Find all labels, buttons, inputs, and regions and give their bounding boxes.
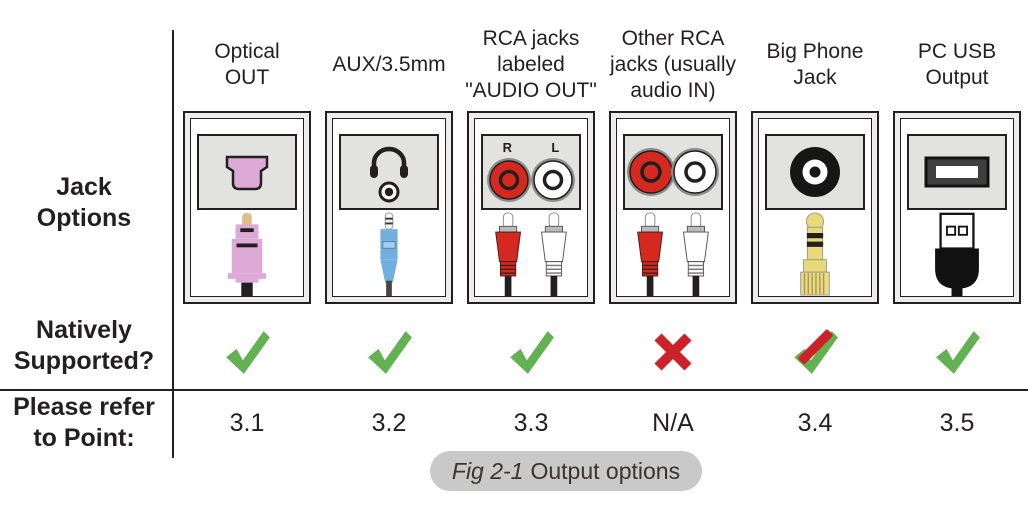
check-icon xyxy=(226,331,270,374)
supported-cell-phone xyxy=(744,316,886,388)
header-other-rca: Other RCA jacks (usually audio IN) xyxy=(609,27,737,102)
phone-port-panel xyxy=(765,133,865,210)
point-value-optical: 3.1 xyxy=(229,408,265,437)
rca-jacks-red-white-icon xyxy=(487,157,575,202)
check-with-red-slash-icon xyxy=(794,329,838,374)
supported-cell-rca-in xyxy=(602,316,744,388)
aux-plug-icon xyxy=(380,211,398,296)
jack-card-cell xyxy=(886,109,1028,305)
table-vertical-divider xyxy=(172,30,174,458)
jack-card-cell xyxy=(318,109,460,305)
jack-card-cell xyxy=(176,109,318,305)
supported-cell-optical xyxy=(176,316,318,388)
supported-cell-usb xyxy=(886,316,1028,388)
rca-right-label: R xyxy=(502,139,513,155)
figure-caption-number: Fig 2-1 xyxy=(451,457,524,484)
phone-plug-icon xyxy=(800,211,830,296)
figure-caption-text: Output options xyxy=(530,457,681,484)
row-label-jack-options: Jack Options xyxy=(36,173,132,232)
header-rca-audio-out: RCA jacks labeled "AUDIO OUT" xyxy=(465,27,597,102)
rca-jacks-red-white-icon xyxy=(627,147,719,196)
rca-plugs-red-white-icon xyxy=(637,211,709,296)
header-optical-out: Optical OUT xyxy=(214,40,280,89)
rca-plugs-red-white-icon xyxy=(495,211,567,296)
rca-out-jack-card: R L xyxy=(467,110,595,304)
phone-jack-socket-icon xyxy=(790,146,840,197)
rca-in-port-panel xyxy=(623,133,723,210)
cross-icon xyxy=(654,333,692,371)
jack-card-cell xyxy=(744,109,886,305)
rca-left-label: L xyxy=(551,139,560,155)
natively-supported-row xyxy=(176,316,1028,388)
row-label-refer-point: Please refer to Point: xyxy=(13,393,155,452)
point-value-rca-in: N/A xyxy=(652,408,694,437)
header-big-phone-jack: Big Phone Jack xyxy=(766,40,864,89)
point-value-usb: 3.5 xyxy=(939,408,975,437)
header-aux-35mm: AUX/3.5mm xyxy=(332,53,446,76)
point-value-phone: 3.4 xyxy=(797,408,833,437)
table-horizontal-divider xyxy=(0,389,1028,391)
point-value-rca-out: 3.3 xyxy=(513,408,549,437)
rca-in-jack-card xyxy=(609,110,737,304)
usb-port-panel xyxy=(907,133,1007,210)
aux-port-panel xyxy=(339,133,439,210)
rca-out-port-panel: R L xyxy=(481,133,581,210)
optical-plug-icon xyxy=(227,212,267,296)
check-icon xyxy=(368,331,412,374)
usb-jack-card xyxy=(893,110,1021,304)
usb-port-icon xyxy=(924,156,990,187)
header-pc-usb: PC USB Output xyxy=(917,40,997,89)
aux-jack-card xyxy=(325,110,453,304)
check-icon xyxy=(510,331,554,374)
supported-cell-rca-out xyxy=(460,316,602,388)
jack-card-cell xyxy=(602,109,744,305)
headphones-and-aux-jack-icon xyxy=(370,146,408,202)
optical-jack-card xyxy=(183,110,311,304)
jack-card-cell: R L xyxy=(460,109,602,305)
optical-port-panel xyxy=(197,133,297,210)
check-icon xyxy=(936,331,980,374)
refer-point-row: 3.1 3.2 3.3 N/A 3.4 3.5 xyxy=(176,394,1028,452)
supported-cell-aux xyxy=(318,316,460,388)
row-label-natively-supported: Natively Supported? xyxy=(13,316,155,375)
phone-jack-card xyxy=(751,110,879,304)
point-value-aux: 3.2 xyxy=(371,408,407,437)
toslink-port-icon xyxy=(225,155,269,190)
figure-caption: Fig 2-1 Output options xyxy=(430,451,702,491)
column-headers-row: Optical OUT AUX/3.5mm RCA jacks labeled … xyxy=(176,22,1028,108)
usb-plug-icon xyxy=(935,212,979,296)
jack-options-row: R L xyxy=(176,109,1028,305)
